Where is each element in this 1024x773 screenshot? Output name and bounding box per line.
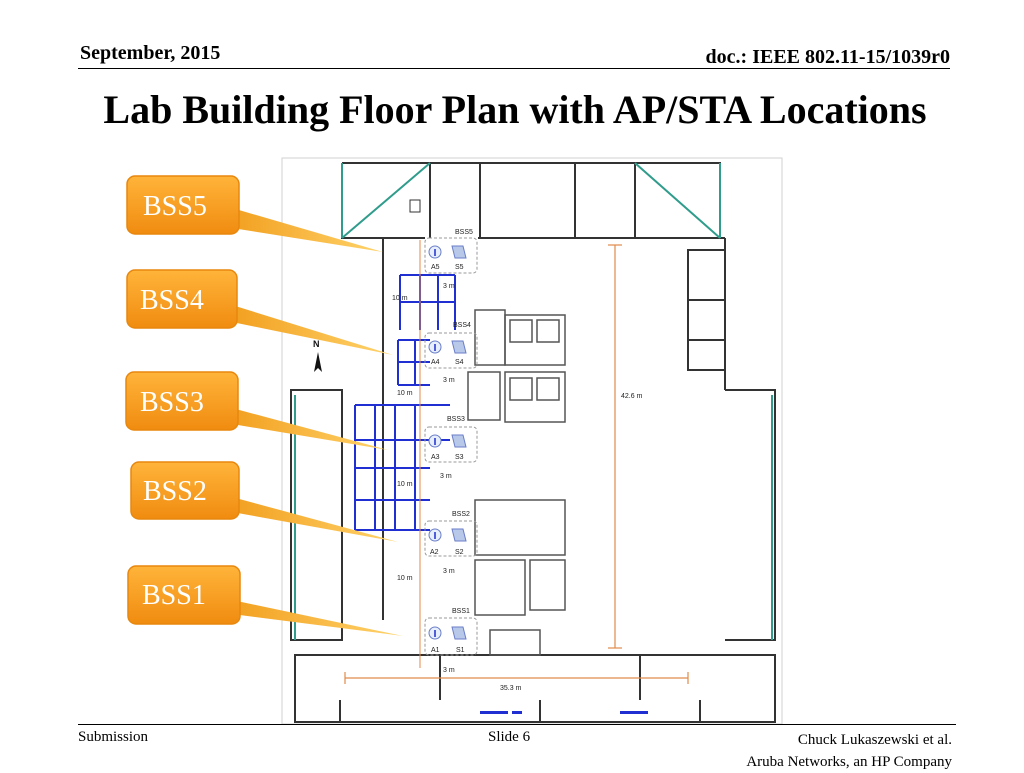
slide-title: Lab Building Floor Plan with AP/STA Loca… <box>103 87 927 132</box>
callout-pointer <box>232 208 383 252</box>
bss-group-2: BSS2 A2 S2 3 m <box>424 511 478 575</box>
callout-pointer <box>232 305 393 355</box>
width-dimension: 35.3 m <box>344 672 689 692</box>
callout-bss2: BSS2 <box>130 461 398 542</box>
callout-pointer <box>232 497 398 542</box>
footer-author-block: Chuck Lukaszewski et al. Aruba Networks,… <box>746 729 952 773</box>
footer-company: Aruba Networks, an HP Company <box>746 754 952 770</box>
floor-plan: 42.6 m 35.3 m 10 m 10 m 10 m 10 m N <box>281 157 783 725</box>
callout-bss1: BSS1 <box>127 565 403 636</box>
gap-label: 3 m <box>443 667 455 674</box>
callout-bss4: BSS4 <box>126 269 393 355</box>
bss-group-5: BSS5 A5 S5 3 m <box>424 229 478 290</box>
callout-bss5: BSS5 <box>126 175 383 252</box>
bss-label: BSS4 <box>453 322 471 329</box>
gap-label: 3 m <box>443 568 455 575</box>
callout-label: BSS5 <box>143 191 207 222</box>
height-label: 42.6 m <box>621 393 643 400</box>
callout-box <box>125 371 239 431</box>
access-point-icon <box>428 245 442 259</box>
height-dimension: 42.6 m <box>608 244 643 649</box>
compass-label: N <box>313 339 320 349</box>
bss-label: BSS1 <box>452 608 470 615</box>
compass: N <box>313 339 322 372</box>
station-icon <box>451 245 467 259</box>
gap-label: 3 m <box>443 283 455 290</box>
access-point-icon <box>428 528 442 542</box>
callout-box <box>126 269 238 329</box>
ap-label: A2 <box>430 549 439 556</box>
callout-bss3: BSS3 <box>125 371 388 450</box>
callout-box <box>126 175 240 235</box>
ap-label: A4 <box>431 359 440 366</box>
bss-label: BSS2 <box>452 511 470 518</box>
footer-slide-number: Slide 6 <box>488 729 531 745</box>
footer-author: Chuck Lukaszewski et al. <box>797 732 952 748</box>
bss-group-4: BSS4 A4 S4 3 m <box>424 322 478 384</box>
bss-label: BSS3 <box>447 416 465 423</box>
ap-label: A3 <box>431 454 440 461</box>
callout-label: BSS3 <box>140 387 204 418</box>
callout-box <box>127 565 241 625</box>
spacing-label: 10 m <box>397 481 413 488</box>
sta-label: S4 <box>455 359 464 366</box>
callout-label: BSS4 <box>140 285 204 316</box>
callout-label: BSS1 <box>142 580 206 611</box>
sta-label: S1 <box>456 647 465 654</box>
sta-label: S3 <box>455 454 464 461</box>
callout-label: BSS2 <box>143 476 207 507</box>
sta-label: S2 <box>455 549 464 556</box>
spacing-label: 10 m <box>397 390 413 397</box>
gap-label: 3 m <box>443 377 455 384</box>
callout-pointer <box>232 600 403 636</box>
width-label: 35.3 m <box>500 685 522 692</box>
bss-label: BSS5 <box>455 229 473 236</box>
access-point-icon <box>428 434 442 448</box>
footer-divider <box>78 724 956 725</box>
ap-label: A1 <box>431 647 440 654</box>
header-divider <box>78 68 950 69</box>
bss-group-1: BSS1 A1 S1 3 m <box>424 608 478 674</box>
station-icon <box>451 626 467 640</box>
header-date: September, 2015 <box>80 42 221 64</box>
station-icon <box>451 528 467 542</box>
ap-label: A5 <box>431 264 440 271</box>
station-icon <box>451 340 467 354</box>
gap-label: 3 m <box>440 473 452 480</box>
access-point-icon <box>428 340 442 354</box>
callout-pointer <box>232 408 388 450</box>
footer-submission: Submission <box>78 729 149 745</box>
header-doc-id: doc.: IEEE 802.11-15/1039r0 <box>705 46 950 68</box>
north-arrow-icon <box>314 352 322 372</box>
station-icon <box>451 434 467 448</box>
sta-label: S5 <box>455 264 464 271</box>
access-point-icon <box>428 626 442 640</box>
bss-group-3: BSS3 A3 S3 3 m <box>424 416 478 480</box>
callout-box <box>130 461 240 520</box>
spacing-label: 10 m <box>397 575 413 582</box>
spacing-label: 10 m <box>392 295 408 302</box>
